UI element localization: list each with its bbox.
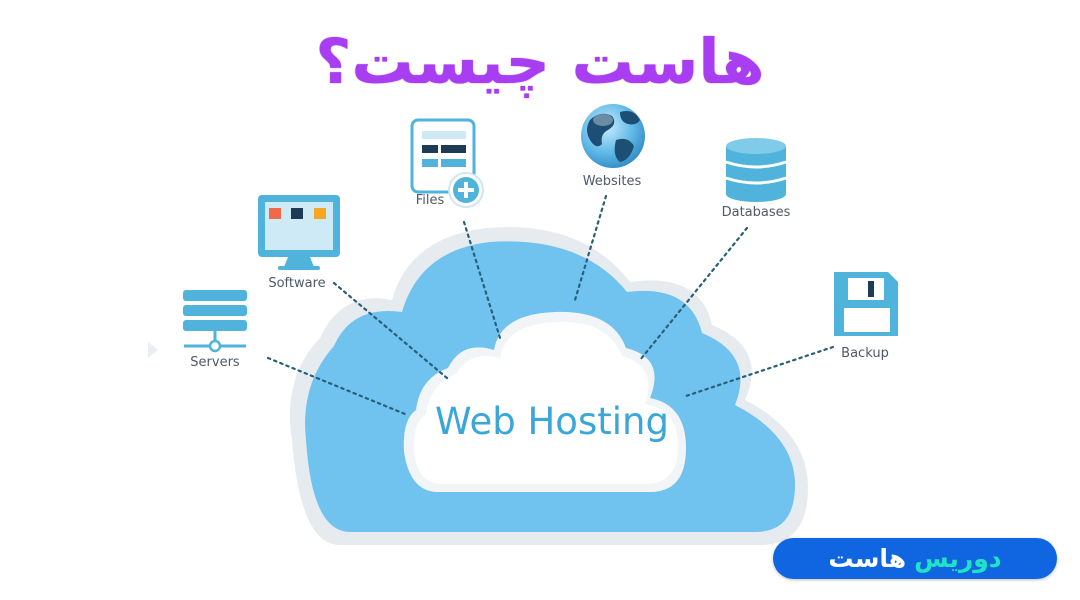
server-icon [183, 290, 247, 353]
web-hosting-label: Web Hosting [435, 400, 669, 443]
globe-icon [581, 104, 645, 168]
brand-logo: دوریس هاست [773, 538, 1057, 579]
brand-name-part2: هاست [828, 543, 907, 573]
floppy-disk-icon [834, 272, 898, 336]
database-icon [725, 138, 787, 202]
cloud-shape [289, 227, 809, 546]
left-arrow-icon [148, 342, 158, 358]
label-software: Software [268, 276, 326, 291]
file-add-icon [410, 118, 484, 208]
monitor-icon [258, 195, 340, 270]
label-databases: Databases [721, 205, 791, 220]
page-title: هاست چیست؟ [315, 25, 765, 98]
label-files: Files [415, 193, 445, 208]
label-websites: Websites [582, 174, 642, 189]
connector-lines [266, 194, 835, 416]
label-servers: Servers [190, 355, 240, 370]
label-backup: Backup [841, 346, 889, 361]
brand-name-part1: دوریس [914, 543, 1002, 573]
